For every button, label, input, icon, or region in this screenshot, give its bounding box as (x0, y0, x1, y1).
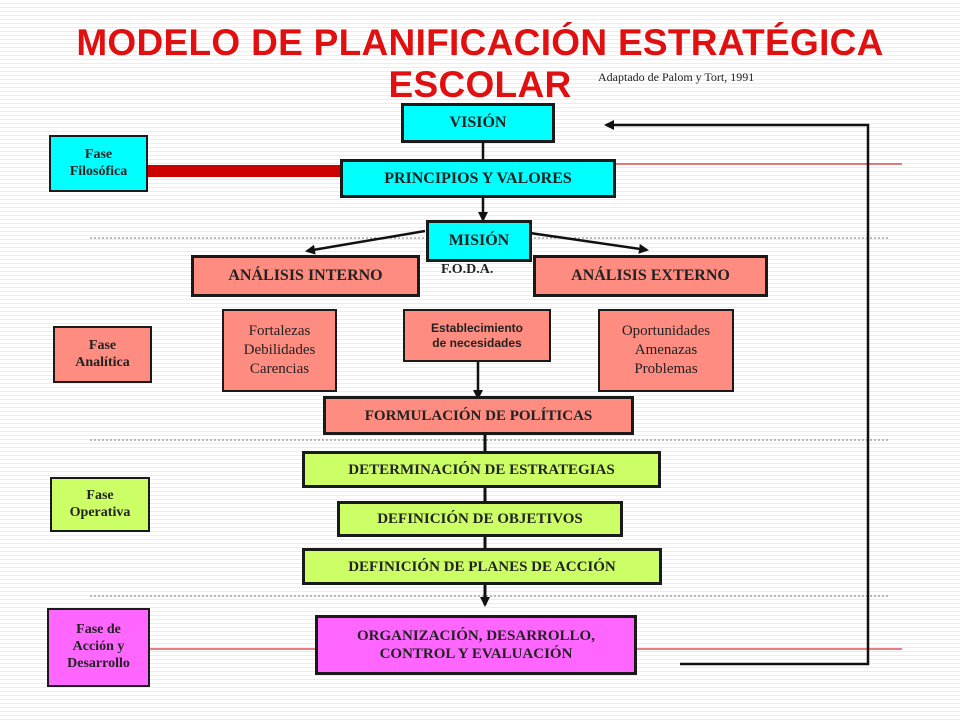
phase-accion: Fase de Acción y Desarrollo (47, 608, 150, 687)
organizacion-box: ORGANIZACIÓN, DESARROLLO, CONTROL Y EVAL… (315, 615, 637, 675)
necesidades-line-1: Establecimiento (430, 321, 524, 336)
external-item: Problemas (634, 360, 698, 377)
principios-box: PRINCIPIOS Y VALORES (340, 159, 616, 198)
phase-filosofica-line-1: Fase (84, 146, 113, 162)
phase-analitica-line-1: Fase (88, 337, 117, 353)
phase-accion-line-2: Acción y (72, 639, 125, 655)
arrow-mision-externo (529, 231, 649, 254)
estrategias-box: DETERMINACIÓN DE ESTRATEGIAS (302, 451, 661, 488)
phase-accion-line-3: Desarrollo (67, 655, 130, 671)
phase-analitica: Fase Analítica (53, 326, 152, 383)
analisis-interno-box: ANÁLISIS INTERNO (191, 255, 420, 297)
mision-box: MISIÓN (426, 220, 532, 262)
external-item: Oportunidades (621, 323, 711, 340)
phase-accion-line-1: Fase de (76, 622, 121, 638)
necesidades-line-2: de necesidades (432, 335, 522, 350)
phase-operativa-line-2: Operativa (69, 504, 131, 520)
objetivos-box: DEFINICIÓN DE OBJETIVOS (337, 501, 623, 537)
internal-item: Debilidades (243, 342, 316, 359)
page-title: MODELO DE PLANIFICACIÓN ESTRATÉGICA ESCO… (76, 22, 884, 105)
feedback-loop (604, 120, 870, 666)
organizacion-line-1: ORGANIZACIÓN, DESARROLLO, (357, 628, 595, 644)
internal-items-box: Fortalezas Debilidades Carencias (222, 309, 337, 392)
organizacion-line-2: CONTROL Y EVALUACIÓN (379, 646, 573, 662)
politicas-box: FORMULACIÓN DE POLÍTICAS (323, 396, 634, 435)
planes-box: DEFINICIÓN DE PLANES DE ACCIÓN (302, 548, 662, 585)
analisis-externo-box: ANÁLISIS EXTERNO (533, 255, 768, 297)
phase-filosofica: Fase Filosófica (49, 135, 148, 192)
internal-item: Fortalezas (248, 323, 311, 340)
phase-filosofica-line-2: Filosófica (69, 163, 128, 179)
phase-operativa-line-1: Fase (86, 487, 114, 503)
external-items-box: Oportunidades Amenazas Problemas (598, 309, 734, 392)
foda-label: F.O.D.A. (441, 262, 494, 277)
arrow-mision-interno (305, 229, 426, 255)
red-bar (148, 165, 340, 177)
phase-analitica-line-2: Analítica (75, 354, 130, 370)
necesidades-box: Establecimiento de necesidades (403, 309, 551, 362)
subtitle: Adaptado de Palom y Tort, 1991 (598, 70, 755, 84)
phase-operativa: Fase Operativa (50, 477, 150, 532)
vision-box: VISIÓN (401, 103, 555, 143)
external-item: Amenazas (634, 342, 698, 359)
internal-item: Carencias (249, 360, 310, 377)
